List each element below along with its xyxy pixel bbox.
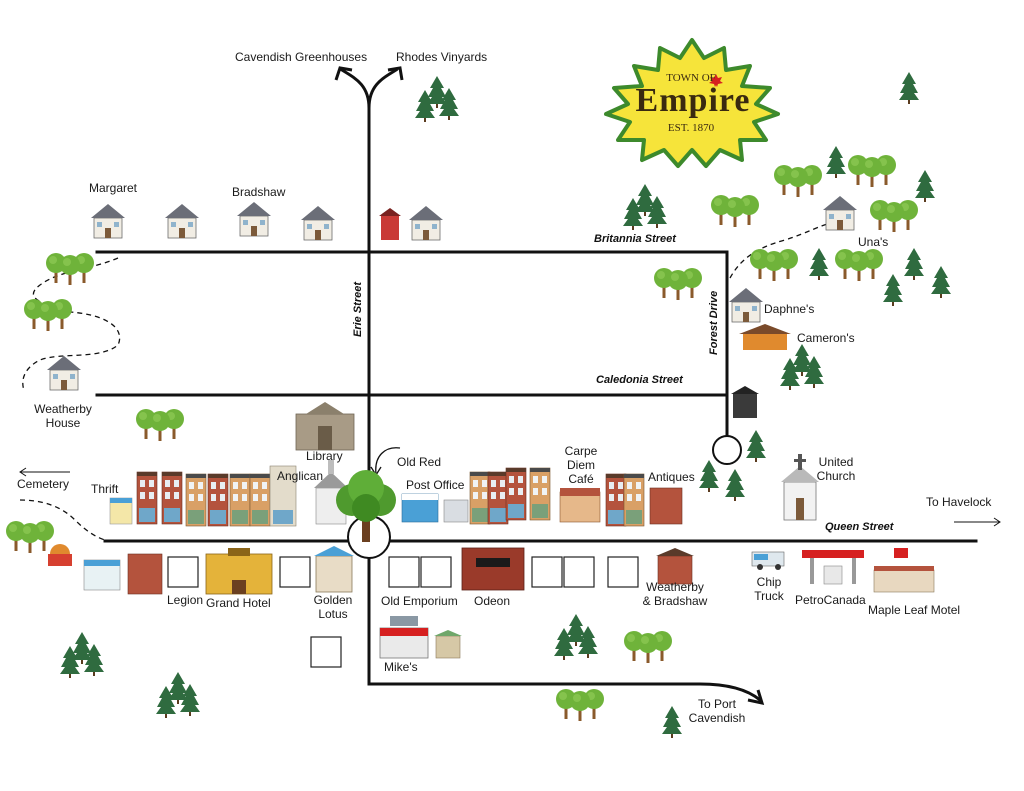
margaret-label: Margaret xyxy=(89,181,138,195)
odeon-cinema xyxy=(461,547,525,591)
empire-logo xyxy=(604,38,780,168)
forest-drive-label: Forest Drive xyxy=(708,290,720,355)
old-red-tree xyxy=(336,470,396,542)
thrift-label: Thrift xyxy=(91,482,119,496)
daphne-label: Daphne's xyxy=(764,302,815,316)
bradshaw-label: Bradshaw xyxy=(232,185,286,199)
anglican-label: Anglican xyxy=(277,469,324,483)
carpe-diem-label: Carpe Diem Café xyxy=(564,444,598,486)
maple-leaf-motel-label: Maple Leaf Motel xyxy=(868,603,961,617)
weatherby-house-label: Weatherby House xyxy=(34,402,92,430)
roads xyxy=(95,67,978,703)
rhodes-vinyards-label: Rhodes Vinyards xyxy=(396,50,488,64)
grand-hotel-label: Grand Hotel xyxy=(206,596,271,610)
una-label: Una's xyxy=(858,235,889,249)
mikes-label: Mike's xyxy=(384,660,418,674)
queen-street-label: Queen Street xyxy=(825,521,894,533)
united-church-label: United Church xyxy=(816,455,856,483)
cavendish-greenhouses-label: Cavendish Greenhouses xyxy=(235,50,368,64)
port-cavendish-label: To Port Cavendish xyxy=(688,697,746,725)
cameron-label: Cameron's xyxy=(797,331,855,345)
odeon-label: Odeon xyxy=(474,594,511,608)
chip-truck xyxy=(751,551,785,570)
queen-street-north-buildings xyxy=(109,454,819,527)
maple-leaf-motel-building xyxy=(873,548,935,593)
cemetery-label: Cemetery xyxy=(17,477,70,491)
mikes-building xyxy=(379,616,429,659)
united-church-building xyxy=(781,454,819,521)
library-building xyxy=(295,402,355,451)
houses xyxy=(46,195,858,418)
old-red-label: Old Red xyxy=(397,455,442,469)
library-label: Library xyxy=(306,449,343,463)
grand-hotel-building xyxy=(205,548,273,595)
petrocanada-station xyxy=(802,550,864,585)
maple-leaf-icon xyxy=(709,74,723,87)
weatherby-bradshaw-label: Weatherby & Bradshaw xyxy=(642,580,708,608)
logo-name: Empire xyxy=(635,82,751,119)
golden-lotus-building xyxy=(314,546,354,593)
post-office-label: Post Office xyxy=(406,478,465,492)
logo-established: EST. 1870 xyxy=(667,122,715,134)
golden-lotus-label: Golden Lotus xyxy=(313,593,353,621)
cul-de-sac-forest xyxy=(712,435,742,465)
tree-clusters xyxy=(6,155,918,721)
chip-truck-label: Chip Truck xyxy=(754,575,784,603)
britannia-street-label: Britannia Street xyxy=(594,233,676,245)
erie-street-label: Erie Street xyxy=(352,281,364,337)
logo-town-of: TOWN OF xyxy=(666,72,716,84)
queen-street-south-buildings xyxy=(48,544,935,668)
antiques-label: Antiques xyxy=(648,470,695,484)
havelock-label: To Havelock xyxy=(926,495,992,509)
old-emporium-label: Old Emporium xyxy=(381,594,458,608)
caledonia-street-label: Caledonia Street xyxy=(596,374,683,386)
legion-label: Legion xyxy=(167,593,204,607)
petrocanada-label: PetroCanada xyxy=(795,593,866,607)
